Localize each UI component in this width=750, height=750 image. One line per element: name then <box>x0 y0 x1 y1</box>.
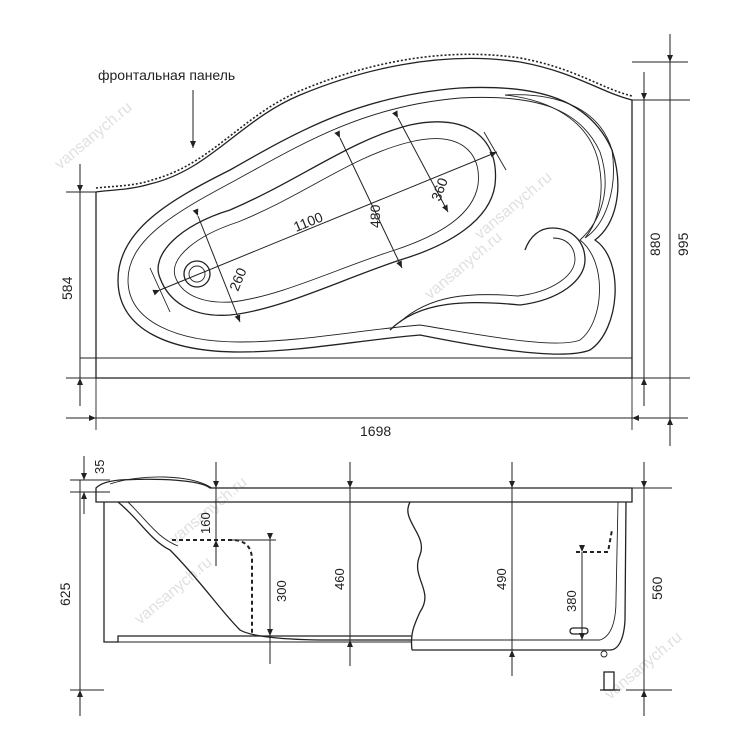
dim-label-880: 880 <box>647 232 663 256</box>
dim-label-995: 995 <box>675 232 691 256</box>
bowl-inner-contour <box>127 96 606 344</box>
headrest-top <box>109 476 213 489</box>
dim-label-560: 560 <box>649 576 665 600</box>
dim-label-160: 160 <box>198 512 213 534</box>
dim-line-360 <box>392 110 449 213</box>
dim-label-35: 35 <box>92 460 107 474</box>
front-panel-edge <box>95 53 633 189</box>
side-view: 35 625 160 300 460 490 380 <box>57 456 672 716</box>
overflow-fitting <box>569 627 589 635</box>
dim-label-1100: 1100 <box>291 209 325 235</box>
bathtub-rim-outline <box>95 57 633 379</box>
dim-label-300: 300 <box>274 580 289 602</box>
side-right-body <box>412 501 627 651</box>
inner-basin-inner <box>173 138 479 303</box>
dim-label-460: 460 <box>332 568 347 590</box>
watermark-text: vansanych.ru <box>422 229 506 303</box>
dim-label-490: 490 <box>494 568 509 590</box>
watermark-text: vansanych.ru <box>167 474 251 548</box>
dim-label-625: 625 <box>57 582 73 606</box>
dim-label-584: 584 <box>59 276 75 300</box>
step-profile-dashed <box>576 529 613 553</box>
dim-ext-1100-b <box>483 131 507 171</box>
side-basin-profile-inner <box>127 501 179 547</box>
watermark-text: vansanych.ru <box>132 554 216 628</box>
dim-label-1698: 1698 <box>360 423 391 439</box>
seat-profile-dashed <box>172 539 253 636</box>
side-rim <box>95 478 633 503</box>
dim-line-480 <box>334 130 403 269</box>
drain-knob <box>600 650 608 658</box>
watermark-text: vansanych.ru <box>52 99 136 173</box>
side-right-curve <box>599 501 619 641</box>
drain-circle <box>183 260 211 288</box>
break-line <box>407 501 426 651</box>
watermark-text: vansanych.ru <box>472 169 556 243</box>
top-view: фронтальная панель 1100 480 360 <box>59 34 691 446</box>
dim-label-260: 260 <box>226 265 250 293</box>
seat-area-inner <box>399 237 576 323</box>
dim-label-380: 380 <box>564 590 579 612</box>
dim-line-260 <box>192 208 241 323</box>
seat-area-outline <box>389 227 586 331</box>
dim-ext-1100-a <box>149 267 171 313</box>
side-basin-profile <box>117 501 412 641</box>
dim-label-360: 360 <box>428 175 451 203</box>
front-panel-label: фронтальная панель <box>98 67 235 83</box>
headrest-outline <box>504 94 614 239</box>
watermark-layer: vansanych.ru vansanych.ru vansanych.ru v… <box>52 99 686 703</box>
bowl-outer-contour <box>117 86 619 355</box>
drain-circle-inner <box>188 265 206 283</box>
dim-label-480: 480 <box>367 204 383 228</box>
